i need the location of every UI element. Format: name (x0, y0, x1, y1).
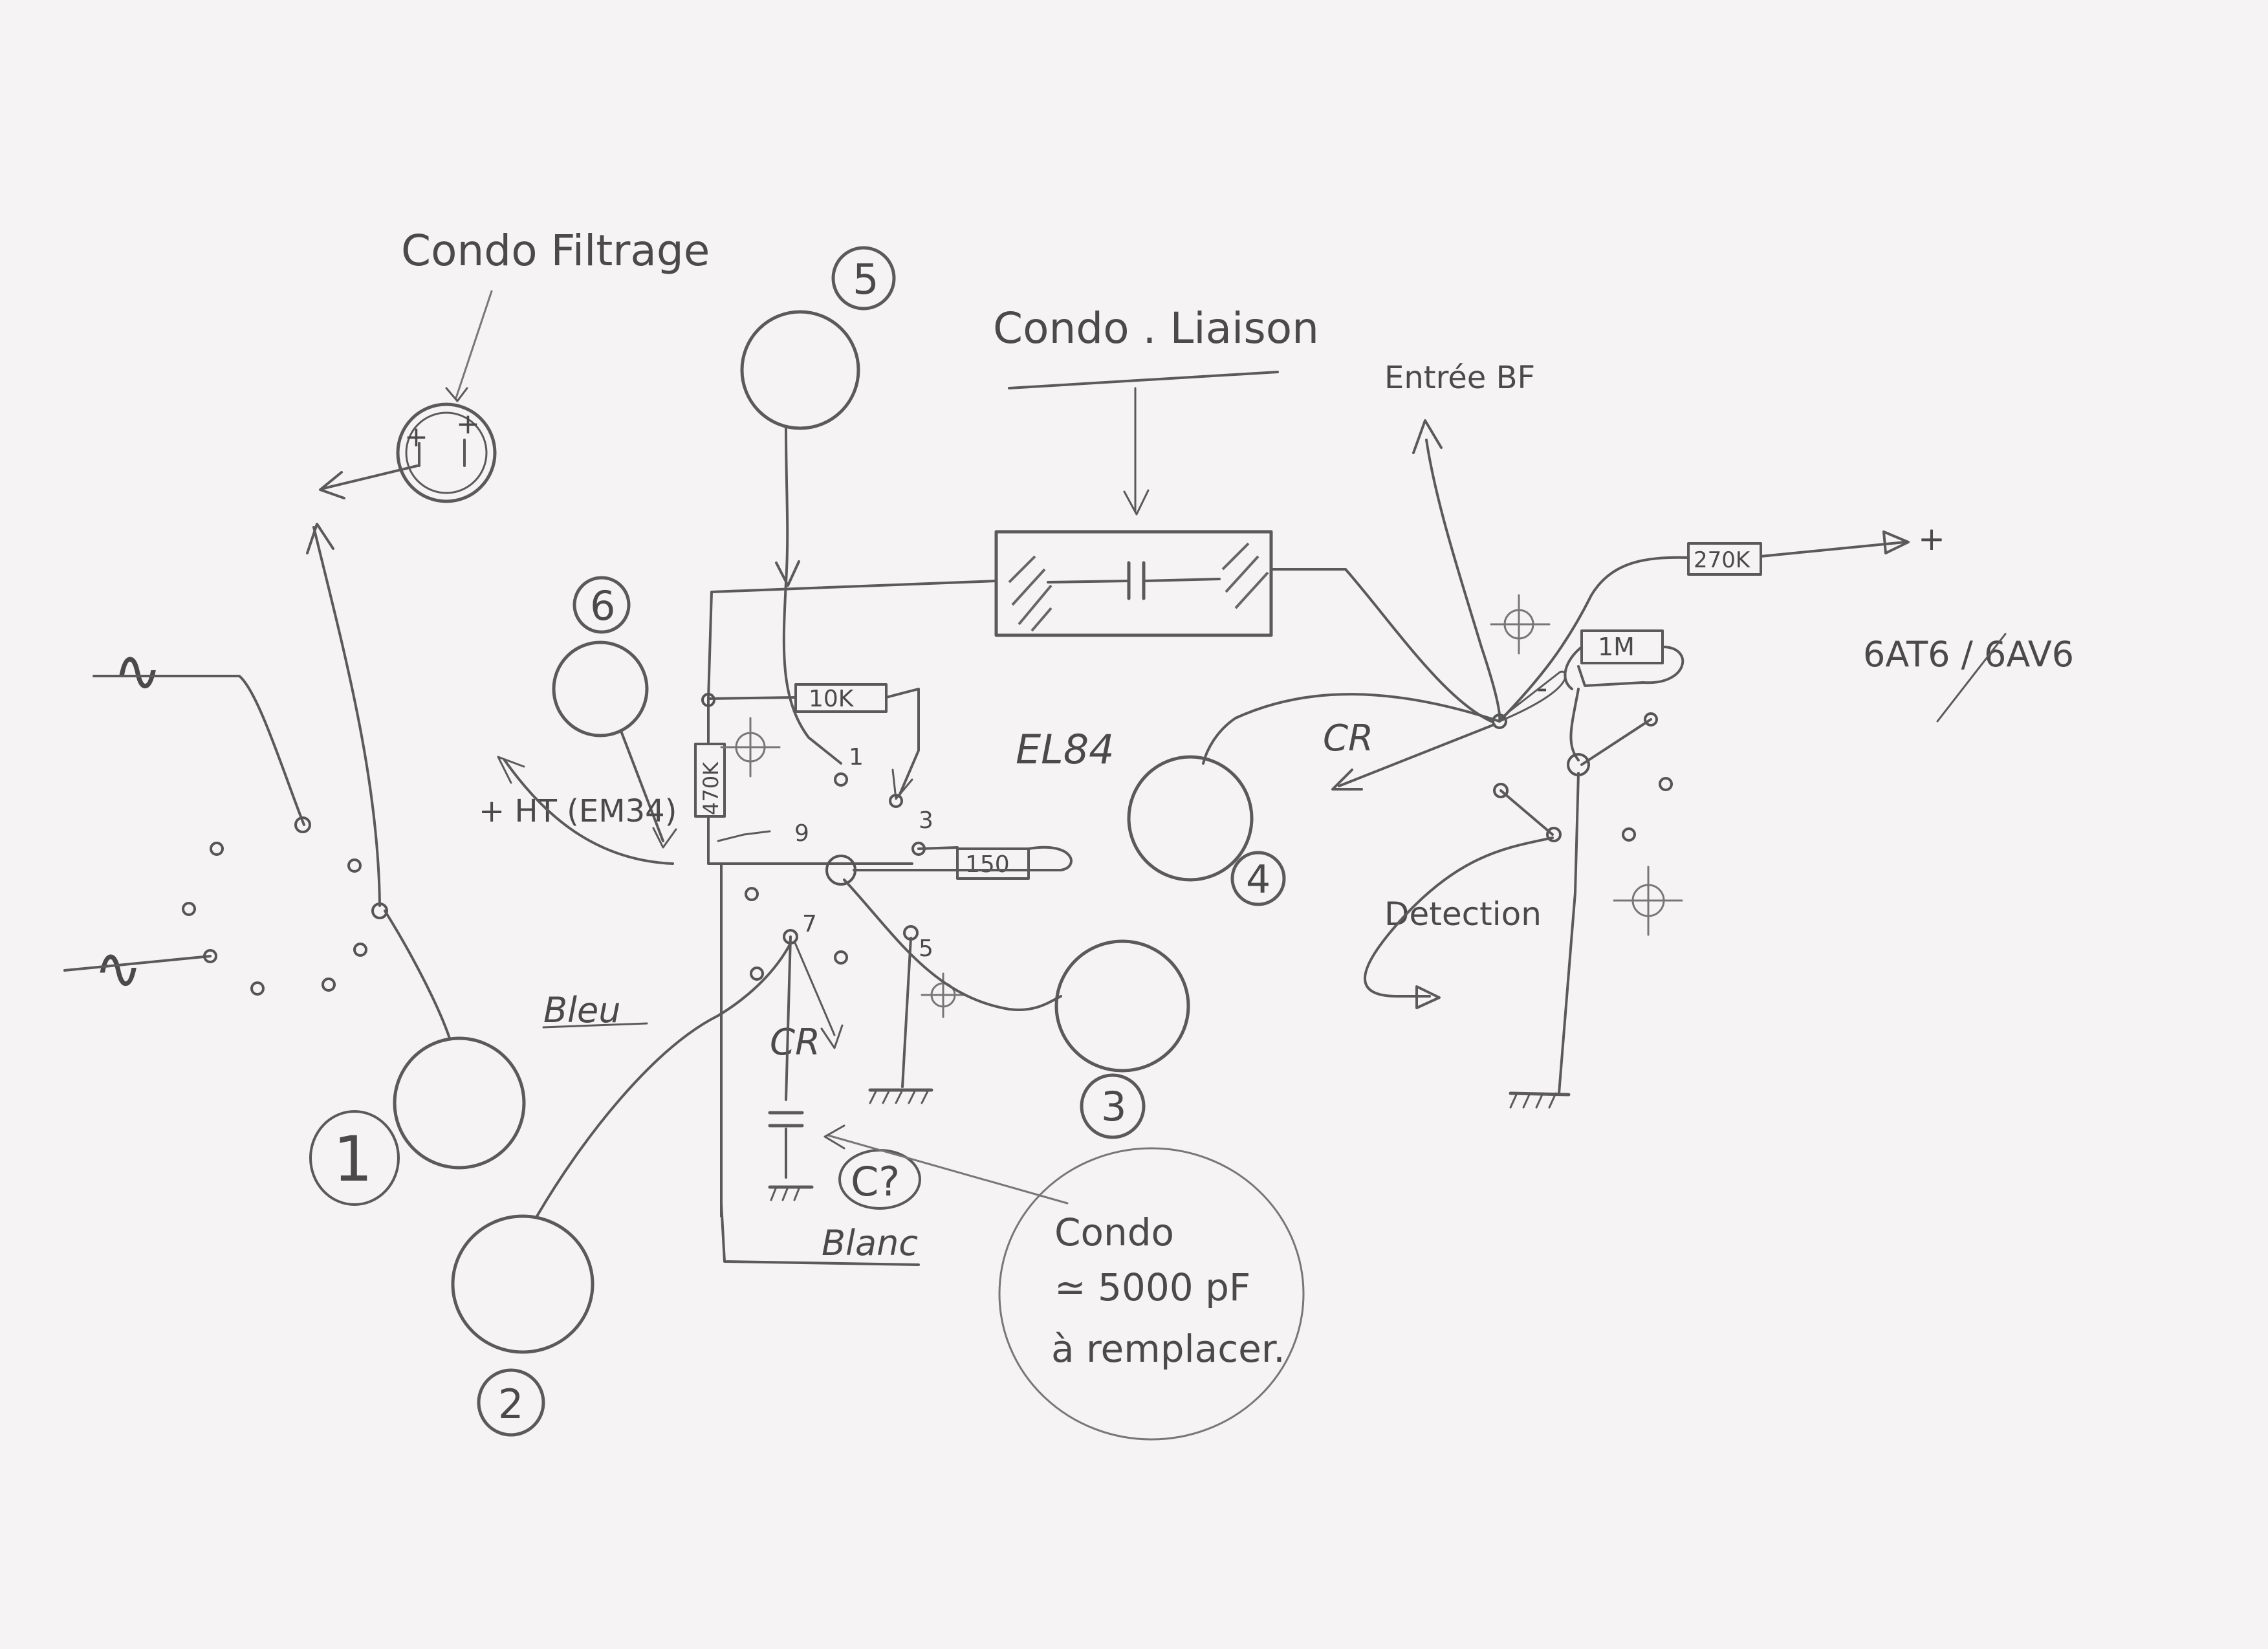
resistor-150-label: 150 (965, 851, 1010, 878)
el84-crosshair (720, 717, 781, 778)
el84-pin-9: 9 (794, 820, 809, 847)
connection-5-number: 5 (853, 256, 879, 304)
coupling-capacitor: Condo . Liaison (707, 303, 1492, 723)
el84-crosshair-2 (921, 972, 966, 1018)
connection-5: 5 (740, 246, 896, 765)
blanc-label: Blanc (822, 1223, 918, 1263)
el84-pin-5: 5 (919, 935, 933, 962)
bf-input-label: Entrée BF (1384, 360, 1535, 396)
c-question-label: C? (851, 1158, 900, 1205)
resistor-10k-label: 10K (809, 686, 855, 712)
resistor-270k-label: 270K (1694, 547, 1751, 573)
connection-1-number: 1 (333, 1123, 373, 1196)
el84-pin-7: 7 (802, 911, 817, 937)
cr-label-left: CR (770, 1021, 820, 1064)
connection-3-number: 3 (1101, 1083, 1126, 1130)
left-wiring: ∿ ∿ 1 2 6 + HT (EM34) (63, 523, 792, 1437)
ground-symbol-3 (1509, 1091, 1571, 1109)
resistor-1m-label: 1M (1598, 633, 1635, 661)
note-value-label: ≃ 5000 pF (1054, 1265, 1250, 1309)
coupling-cap-label: Condo . Liaison (993, 303, 1319, 353)
el84-pin-1: 1 (849, 744, 864, 770)
ground-symbol-1 (868, 1088, 933, 1104)
preamp-crosshair-bottom (1613, 866, 1683, 936)
resistor-470k-label: 470K (699, 761, 723, 815)
connection-2-number: 2 (498, 1381, 523, 1428)
coupling-cap-hatch-left (1008, 555, 1052, 632)
filter-cap-plus-right: + (456, 408, 480, 441)
filter-cap-plus-left: + (404, 420, 428, 453)
connection-4-number: 4 (1246, 857, 1270, 902)
preamp-section: Entrée BF 270K + 1M - (1127, 360, 2074, 1109)
coupling-cap-hatch-right (1221, 542, 1269, 609)
filter-capacitor: Condo Filtrage + + (319, 226, 710, 503)
preamp-crosshair-top (1490, 594, 1551, 655)
ac-symbol-bottom: ∿ (94, 935, 142, 1003)
cr-label-right: CR (1323, 717, 1373, 759)
em34-label: + HT (EM34) (479, 793, 677, 829)
el84-pin-3: 3 (919, 807, 933, 834)
note-cap-label: Condo (1054, 1210, 1174, 1254)
connection-3: 3 (843, 879, 1190, 1139)
ground-symbol-2 (768, 1185, 814, 1201)
ac-symbol-top: ∿ (113, 637, 162, 705)
el84-socket: EL84 10K 470K 1 3 7 5 9 150 (694, 683, 1115, 1266)
cathode-area: CR C? Bleu Blanc Condo ≃ 5000 pF à rempl… (542, 935, 1305, 1441)
tube-6at6-label: 6AT6 / 6AV6 (1863, 634, 2074, 675)
bleu-label: Bleu (543, 990, 621, 1031)
connection-6-number: 6 (590, 582, 615, 629)
detection-label: Detection (1384, 895, 1542, 933)
filter-cap-label: Condo Filtrage (401, 226, 710, 276)
note-action-label: à remplacer. (1051, 1327, 1285, 1371)
el84-label: EL84 (1016, 726, 1115, 773)
plus-label: + (1918, 520, 1945, 558)
